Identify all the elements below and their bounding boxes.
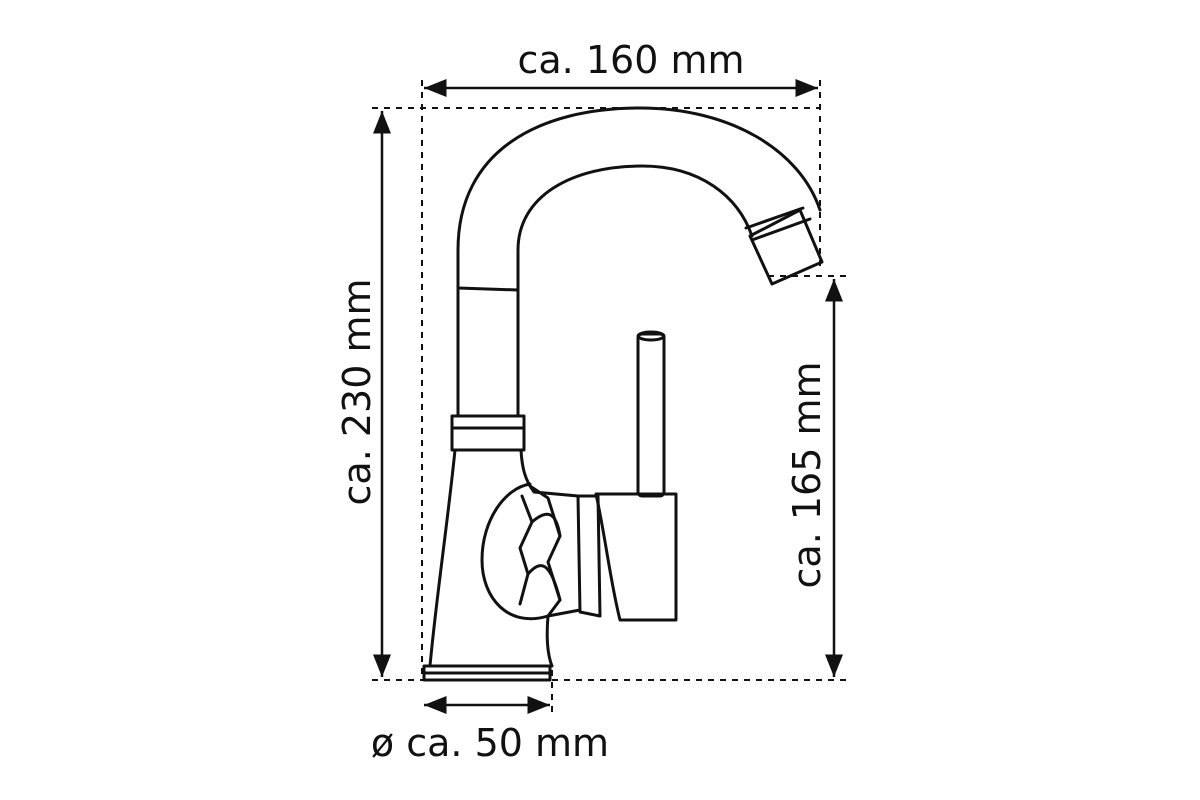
lever-handle (636, 332, 666, 498)
extension-lines (372, 80, 848, 712)
total-height-label: ca. 230 mm (335, 279, 379, 506)
spout-band (456, 286, 520, 292)
valve-facet (518, 494, 534, 606)
body-left-side (428, 448, 457, 668)
spout-inner-curve (516, 164, 754, 417)
base-diameter-label: ø ca. 50 mm (371, 721, 609, 765)
spout-tip (748, 208, 824, 286)
dimension-lines (373, 79, 843, 714)
spout-outer-curve (456, 106, 822, 417)
faucet-drawing (422, 106, 824, 682)
lever-block (594, 492, 678, 622)
width-label: ca. 160 mm (518, 38, 745, 82)
body-right-side (519, 448, 580, 498)
collar-ring (450, 414, 526, 452)
spout-height-label: ca. 165 mm (785, 362, 829, 589)
valve-cylinder (576, 494, 602, 618)
valve-dome (480, 482, 582, 621)
